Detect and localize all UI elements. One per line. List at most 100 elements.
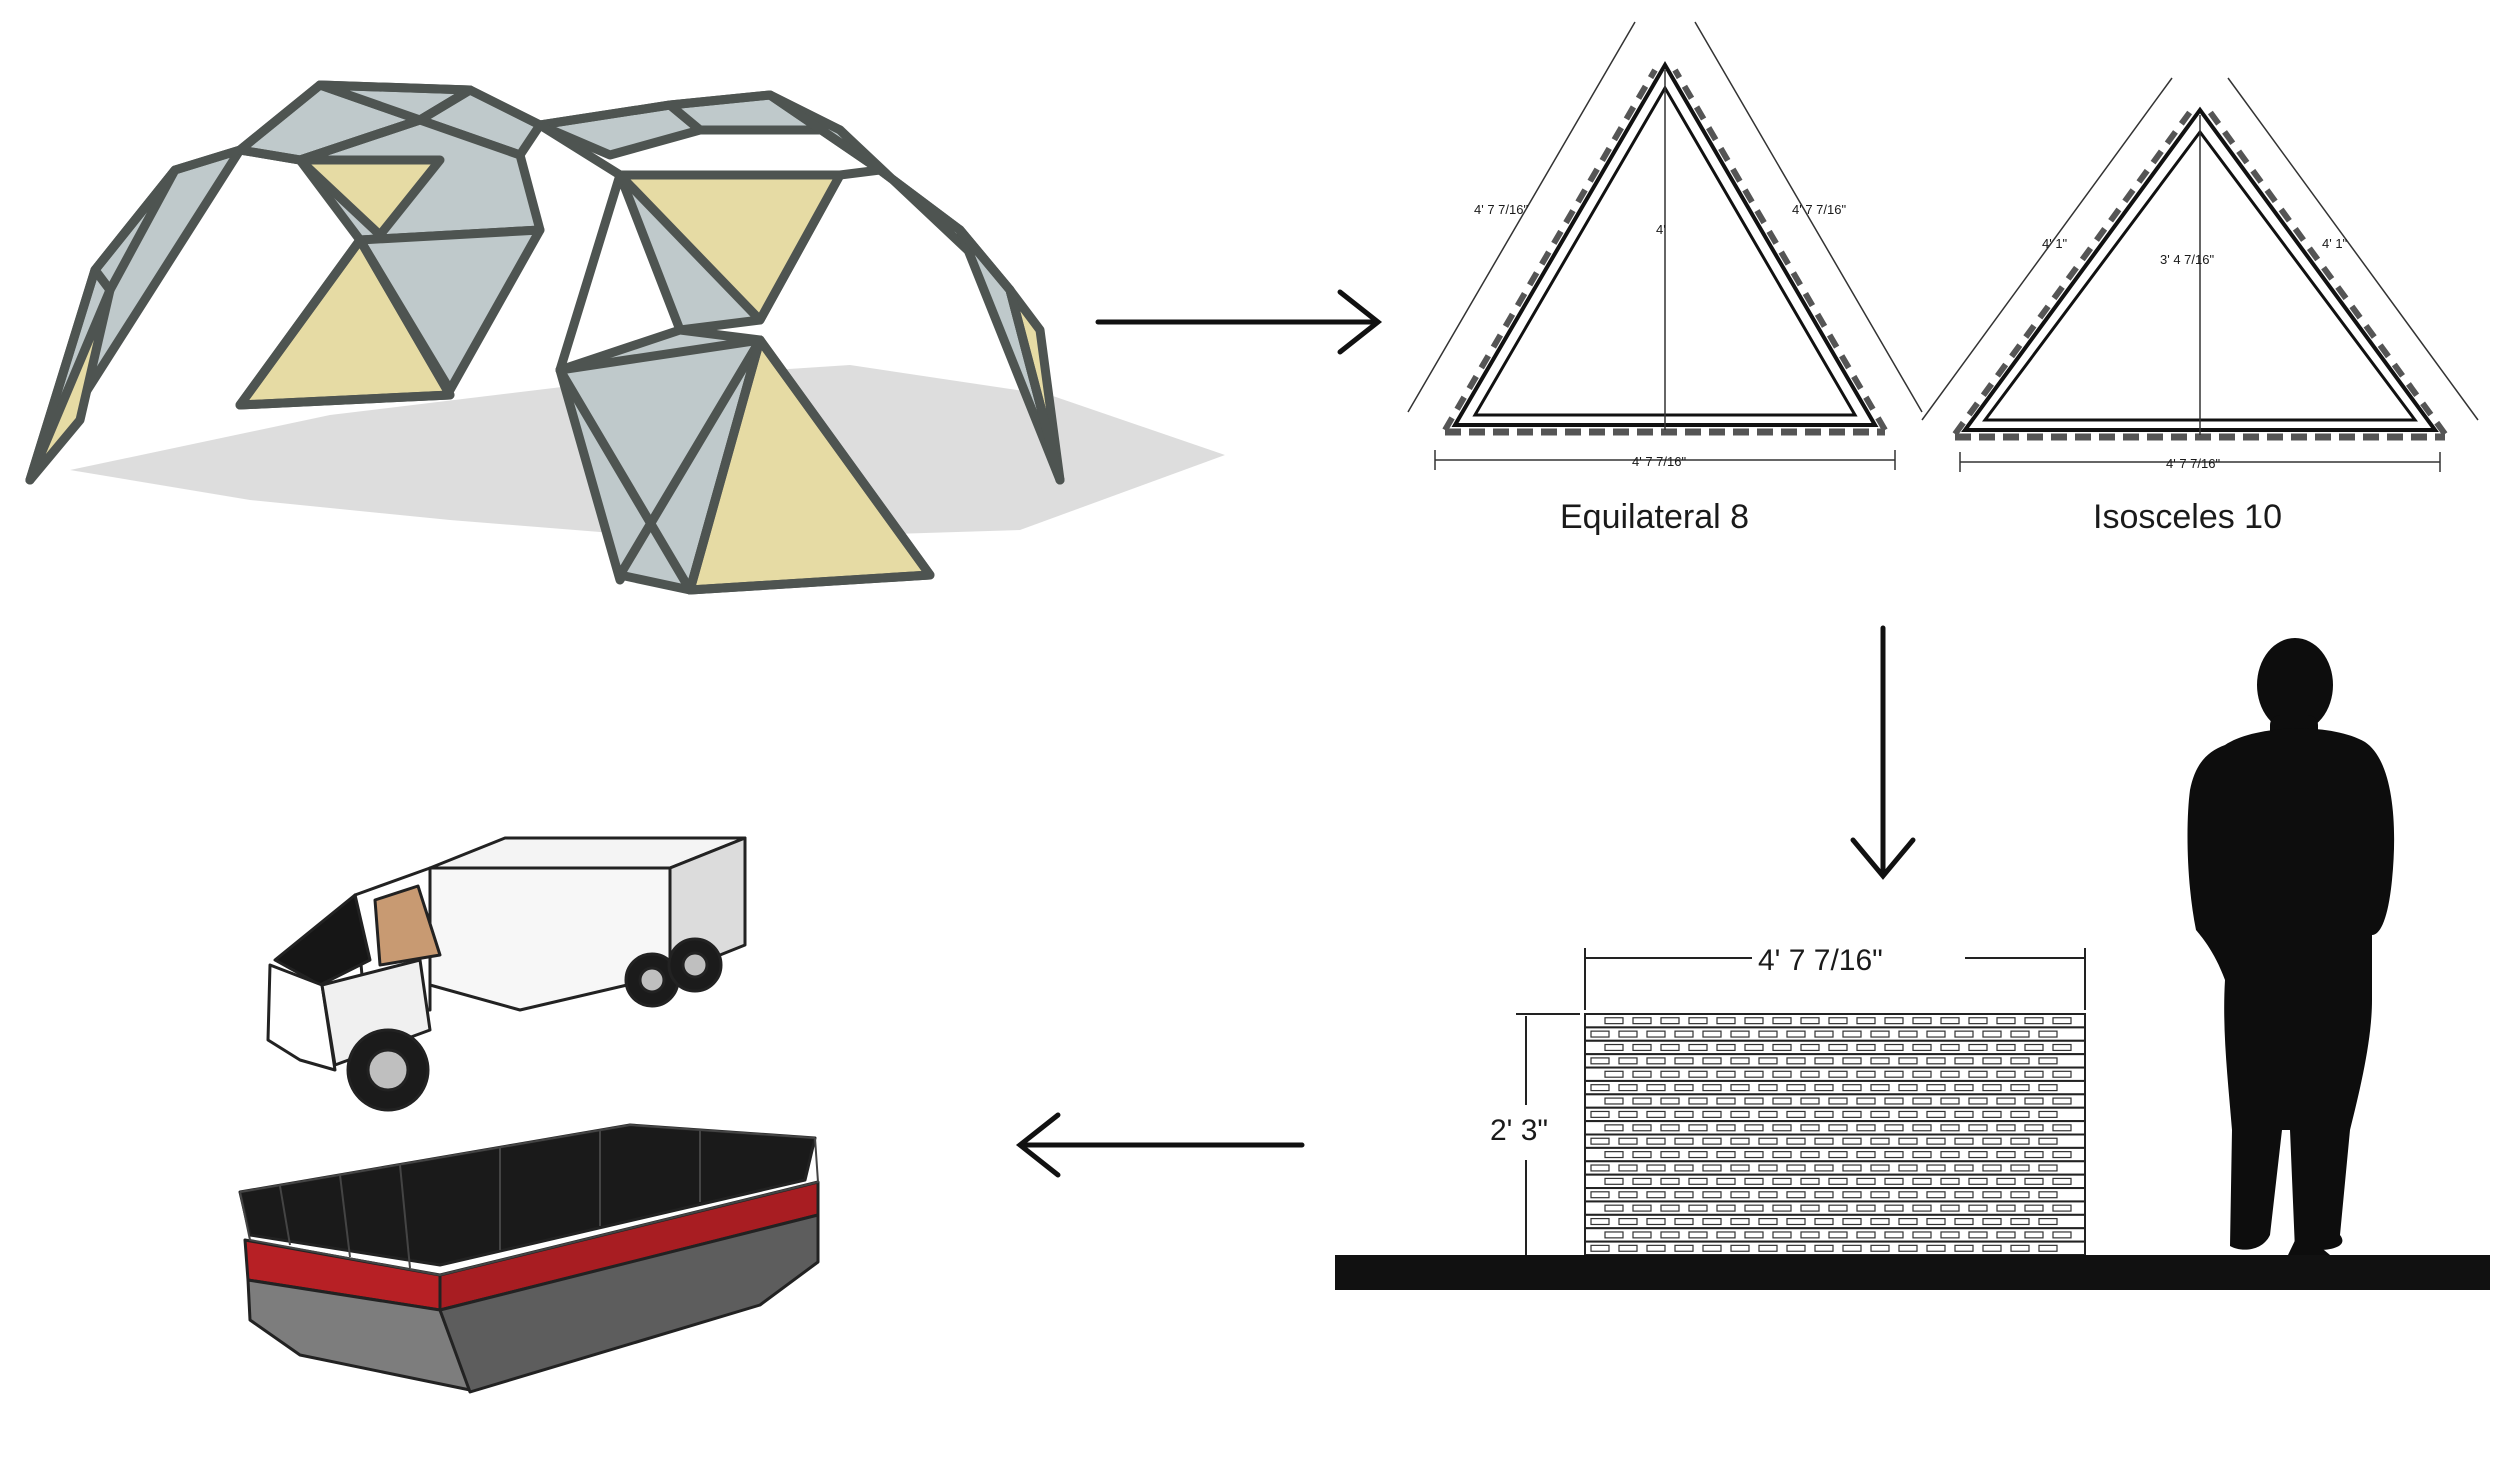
- stack-layer-tab: [1730, 1191, 1750, 1199]
- stack-layer-tab: [1590, 1137, 1610, 1145]
- stack-layer-tab: [1674, 1110, 1694, 1118]
- stack-layer-tab: [1758, 1110, 1778, 1118]
- stack-height-label: 2' 3": [1490, 1114, 1548, 1147]
- stack-layer-tab: [1814, 1217, 1834, 1226]
- barge-railings: [239, 1124, 819, 1276]
- stack-layer-tab: [1996, 1204, 2016, 1212]
- stack-layer-tab: [1954, 1110, 1974, 1118]
- panel-stack: 4' 7 7/16" 2' 3": [1490, 944, 2086, 1259]
- stack-layer-tab: [1716, 1177, 1736, 1185]
- stack-layer-tab: [1912, 1017, 1932, 1025]
- stack-layer-tab: [1688, 1124, 1708, 1132]
- stack-layer-tab: [1856, 1151, 1876, 1159]
- stack-layer-tab: [1590, 1217, 1610, 1226]
- stack-layer-tab: [2010, 1030, 2030, 1038]
- equilateral-dimension-lines: [1407, 21, 1923, 470]
- stack-layer-tab: [1828, 1151, 1848, 1159]
- stack-layer-tab: [1814, 1084, 1834, 1092]
- stack-layer-tab: [1786, 1084, 1806, 1092]
- stack-layer-tab: [2038, 1030, 2058, 1038]
- arrow-left-icon: [1015, 1112, 1305, 1178]
- stack-layer-tab: [1912, 1097, 1932, 1105]
- stack-layer-tab: [1786, 1137, 1806, 1145]
- stack-layer-tab: [1590, 1084, 1610, 1092]
- stack-layer-tab: [1758, 1191, 1778, 1199]
- stack-layer-tab: [1828, 1043, 1848, 1052]
- stack-layer-tab: [1744, 1177, 1764, 1185]
- stack-layer-tab: [1982, 1110, 2002, 1118]
- stack-layer-tab: [1702, 1244, 1722, 1252]
- stack-layer-tab: [1660, 1177, 1680, 1185]
- stack-layer-tab: [1926, 1057, 1946, 1065]
- stack-layer-tab: [1996, 1124, 2016, 1132]
- stack-layer-tab: [1982, 1030, 2002, 1038]
- stack-layer-tab: [1828, 1177, 1848, 1185]
- stack-layer-tab: [2010, 1084, 2030, 1092]
- stack-layer-tab: [1674, 1164, 1694, 1172]
- stack-layer-tab: [1954, 1084, 1974, 1092]
- stack-layer-tab: [1632, 1097, 1652, 1105]
- isosceles-name: Isosceles 10: [2093, 498, 2282, 536]
- stack-layer-tab: [1828, 1097, 1848, 1105]
- stack-layer-tab: [1870, 1110, 1890, 1118]
- stack-layer-tab: [2052, 1070, 2072, 1078]
- stack-layer-tab: [1842, 1084, 1862, 1092]
- stack-layer-tab: [1968, 1097, 1988, 1105]
- stack-layer-tab: [1870, 1191, 1890, 1199]
- stack-layer-tab: [1982, 1137, 2002, 1145]
- stack-layer-tab: [1702, 1030, 1722, 1038]
- stack-layer-tab: [1618, 1244, 1638, 1252]
- stack-layer-tab: [1632, 1177, 1652, 1185]
- stack-layer-tab: [1800, 1043, 1820, 1052]
- stack-layer-tab: [2038, 1164, 2058, 1172]
- stack-layer-tab: [2024, 1070, 2044, 1078]
- stack-layer-tab: [2010, 1191, 2030, 1199]
- stack-layer-tab: [1800, 1097, 1820, 1105]
- stack-layer-tab: [1744, 1151, 1764, 1159]
- stack-layer-tab: [2024, 1231, 2044, 1239]
- stack-layer-tab: [1996, 1070, 2016, 1078]
- stack-layer-tab: [1968, 1204, 1988, 1212]
- stack-layer-tab: [1730, 1217, 1750, 1226]
- stack-layer-tab: [1996, 1151, 2016, 1159]
- stack-layer-tab: [2024, 1017, 2044, 1025]
- stack-layer-tab: [1996, 1177, 2016, 1185]
- stack-layer-tab: [1702, 1084, 1722, 1092]
- stack-layer-tab: [1968, 1151, 1988, 1159]
- stack-layer-tab: [2038, 1244, 2058, 1252]
- stack-layer-tab: [1870, 1164, 1890, 1172]
- stack-layer-tab: [1884, 1124, 1904, 1132]
- stack-layer-tab: [1870, 1030, 1890, 1038]
- stack-layer-tab: [1968, 1231, 1988, 1239]
- stack-layer-tab: [1898, 1057, 1918, 1065]
- stack-layer-tab: [1660, 1124, 1680, 1132]
- stack-layer-tab: [1618, 1217, 1638, 1226]
- stack-layer-tab: [1688, 1017, 1708, 1025]
- stack-layer-tab: [1954, 1030, 1974, 1038]
- stack-layer-tab: [1758, 1217, 1778, 1226]
- stack-layer-tab: [1660, 1231, 1680, 1239]
- stack-layer-tab: [1702, 1057, 1722, 1065]
- stack-layer-tab: [1674, 1030, 1694, 1038]
- stack-width-label: 4' 7 7/16": [1758, 944, 1883, 977]
- stack-layer-tab: [2010, 1057, 2030, 1065]
- stack-layer-tab: [1646, 1191, 1666, 1199]
- stack-layer-tab: [1772, 1177, 1792, 1185]
- stack-layer-tab: [1842, 1110, 1862, 1118]
- stack-layer-tab: [1814, 1057, 1834, 1065]
- stack-layer-tab: [1702, 1137, 1722, 1145]
- stack-layer-tab: [1632, 1070, 1652, 1078]
- stack-layer-tab: [1856, 1070, 1876, 1078]
- isosceles-side-left-label: 4' 1": [2042, 236, 2068, 251]
- stack-layer-tab: [1646, 1217, 1666, 1226]
- stack-layer-tab: [1912, 1124, 1932, 1132]
- stack-layer-tab: [1674, 1084, 1694, 1092]
- stack-layer-tab: [1660, 1043, 1680, 1052]
- stack-layer-tab: [1604, 1097, 1624, 1105]
- stack-layer-tab: [1716, 1017, 1736, 1025]
- stack-layer-tab: [1940, 1177, 1960, 1185]
- stack-layer-tab: [1800, 1177, 1820, 1185]
- stack-layer-tab: [1632, 1151, 1652, 1159]
- stack-layer-tab: [1786, 1030, 1806, 1038]
- stack-layer-tab: [1898, 1244, 1918, 1252]
